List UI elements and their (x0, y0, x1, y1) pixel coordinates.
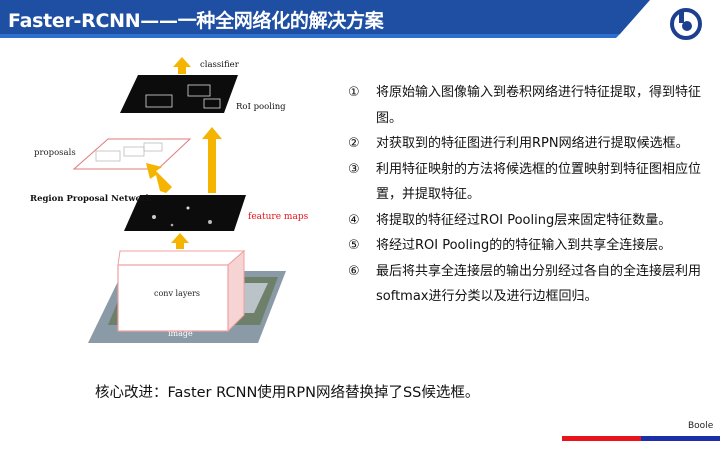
bullet-text: 将提取的特征经过ROI Pooling层来固定特征数量。 (376, 213, 671, 228)
slide-title: Faster-RCNN——一种全网络化的解决方案 (8, 6, 383, 33)
footer-bar-red (562, 436, 641, 441)
list-item: ⑤ 将经过ROI Pooling的的特征输入到共享全连接层。 (348, 233, 708, 259)
arrow-up-top-icon (173, 57, 191, 74)
list-item: ③ 利用特征映射的方法将候选框的位置映射到特征图相应位置，并提取特征。 (348, 157, 708, 208)
bullet-text: 将原始输入图像输入到卷积网络进行特征提取，得到特征图。 (376, 85, 701, 126)
bullet-number: ② (348, 131, 360, 157)
bullet-text: 利用特征映射的方法将候选框的位置映射到特征图相应位置，并提取特征。 (376, 162, 701, 203)
footer-brand: Boole (688, 421, 713, 431)
list-item: ⑥ 最后将共享全连接层的输出分别经过各自的全连接层利用softmax进行分类以及进… (348, 259, 708, 310)
bullet-text: 对获取到的特征图进行利用RPN网络进行提取候选框。 (376, 136, 689, 151)
steps-list: ① 将原始输入图像输入到卷积网络进行特征提取，得到特征图。 ② 对获取到的特征图进行… (348, 80, 708, 310)
roi-pooling-label: RoI pooling (236, 102, 286, 112)
proposals-label: proposals (34, 148, 76, 158)
list-item: ④ 将提取的特征经过ROI Pooling层来固定特征数量。 (348, 208, 708, 234)
bullet-number: ④ (348, 208, 360, 234)
bullet-number: ③ (348, 157, 360, 183)
arrow-up-long-icon (202, 127, 222, 193)
feature-maps-label: feature maps (248, 212, 309, 222)
core-improvement-text: 核心改进：Faster RCNN使用RPN网络替换掉了SS候选框。 (95, 381, 479, 402)
list-item: ② 对获取到的特征图进行利用RPN网络进行提取候选框。 (348, 131, 708, 157)
proposals-layer (74, 139, 190, 169)
arrow-diagonal-icon (146, 163, 172, 193)
bullet-number: ⑤ (348, 233, 360, 259)
arrow-up-icon (171, 233, 189, 249)
classifier-label: classifier (200, 60, 240, 70)
conv-layers-label: conv layers (154, 289, 200, 298)
faster-rcnn-diagram: image conv layers feature maps Region Pr… (28, 55, 328, 345)
boole-logo-icon (666, 4, 706, 44)
rpn-label: Region Proposal Network (30, 194, 153, 204)
bullet-text: 将经过ROI Pooling的的特征输入到共享全连接层。 (376, 238, 671, 253)
bullet-number: ① (348, 80, 360, 106)
bullet-text: 最后将共享全连接层的输出分别经过各自的全连接层利用softmax进行分类以及进行… (376, 264, 701, 305)
bullet-number: ⑥ (348, 259, 360, 285)
list-item: ① 将原始输入图像输入到卷积网络进行特征提取，得到特征图。 (348, 80, 708, 131)
footer-bar-blue (641, 436, 720, 441)
